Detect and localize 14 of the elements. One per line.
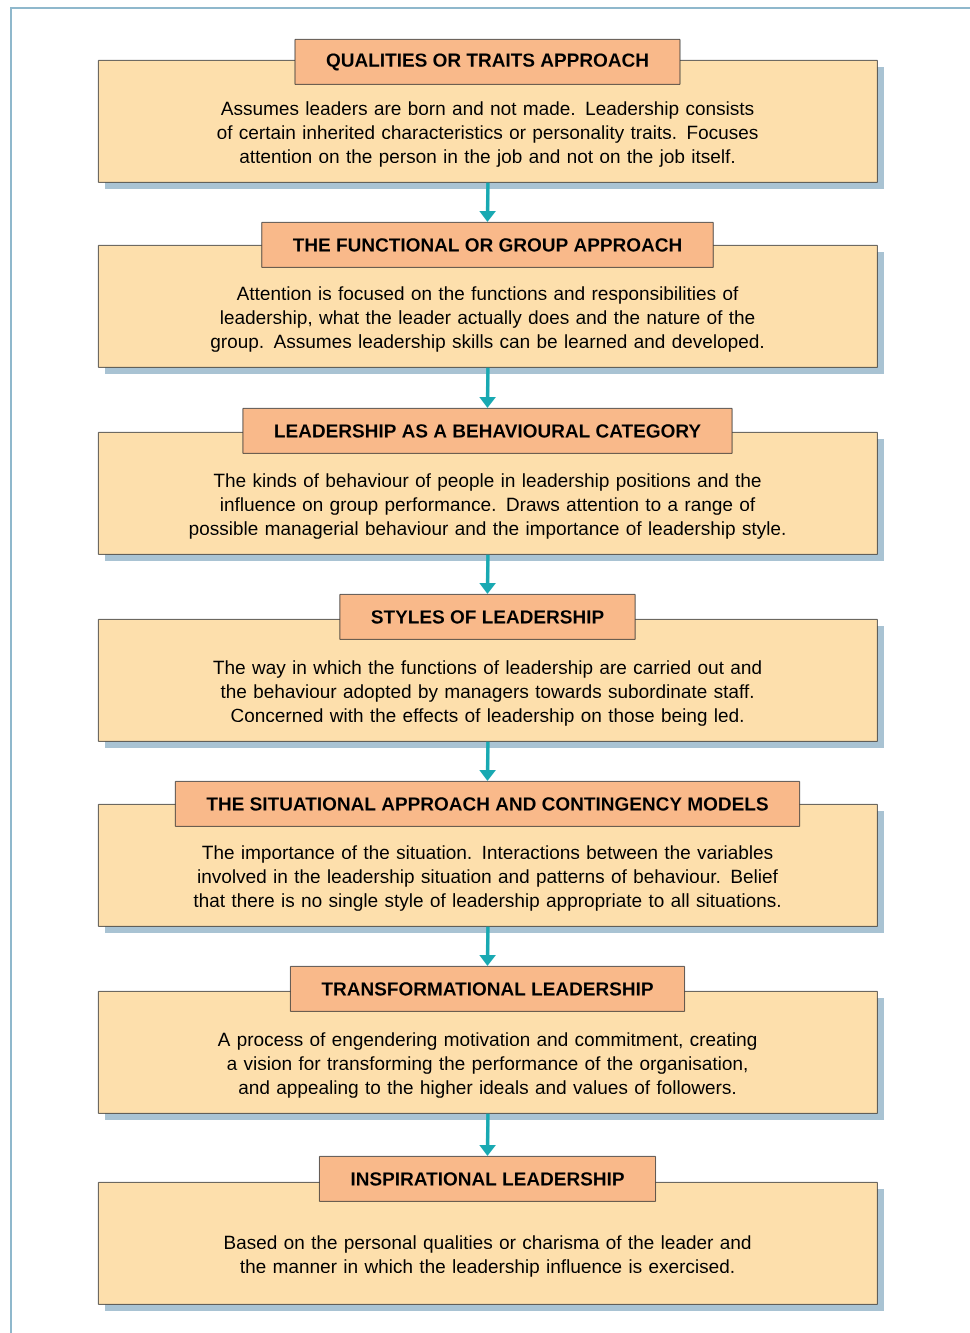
description-text: A process of engendering motivation and commitment, creating a vision for transforming the performance of the organisation, and appealing to the higher ideals and values of followers.	[217, 1032, 756, 1098]
heading-tab: QUALITIES OR TRAITS APPROACH	[294, 39, 681, 85]
description-text: Attention is focused on the functions and responsibilities of leadership, what the leader actually does and the nature of the group. Assumes leadership skills can be learned and developed.	[211, 286, 763, 352]
description-text: The importance of the situation. Interactions between the variables involved in the leadership situation and patterns of behaviour. Belief that there is no single style of leadership appropriate to all situations.	[193, 845, 780, 911]
heading-tab: LEADERSHIP AS A BEHAVIOURAL CATEGORY	[242, 408, 733, 454]
description-text: The kinds of behaviour of people in leadership positions and the influence on group performance. Draws attention to a range of possible managerial behaviour and the importance of leadership style.	[189, 473, 785, 539]
heading-tab: THE SITUATIONAL APPROACH AND CONTINGENCY MODELS	[174, 781, 801, 827]
heading-tab: INSPIRATIONAL LEADERSHIP	[319, 1156, 656, 1202]
heading-tab: STYLES OF LEADERSHIP	[339, 594, 636, 640]
description-text: Assumes leaders are born and not made. Leadership consists of certain inherited characteristics or personality traits. Focuses attention on the person in the job and not on the job itself.	[217, 101, 758, 167]
description-text: Based on the personal qualities or charisma of the leader and the manner in which the leadership influence is exercised.	[225, 1235, 751, 1277]
heading-tab: TRANSFORMATIONAL LEADERSHIP	[290, 966, 685, 1012]
heading-tab: THE FUNCTIONAL OR GROUP APPROACH	[261, 222, 714, 268]
description-text: The way in which the functions of leadership are carried out and the behaviour adopted by managers towards subordinate staff. Concerned with the effects of leadership on those being led.	[213, 660, 761, 726]
